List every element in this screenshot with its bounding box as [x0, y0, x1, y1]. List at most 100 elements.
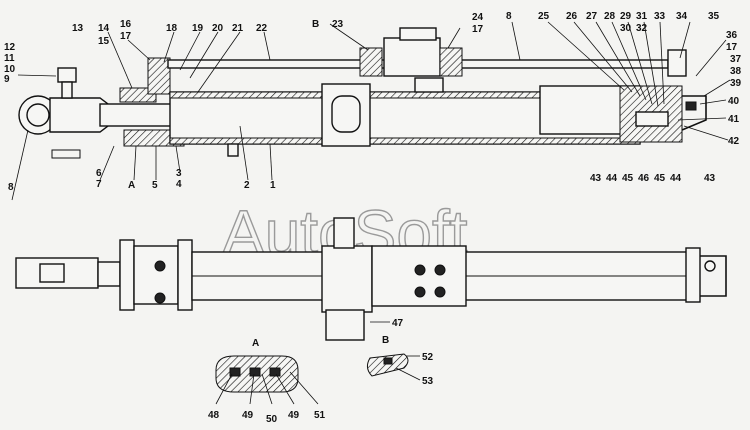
callout-50: 50 [266, 414, 278, 425]
top-section-view [18, 27, 707, 159]
front-flange-1 [119, 239, 135, 311]
valve-bolt-3 [414, 286, 426, 298]
bottom-external-view [15, 217, 727, 341]
callout-18: 18 [166, 23, 178, 34]
callout-45b: 45 [654, 173, 666, 184]
callout-21: 21 [232, 23, 244, 34]
lower-fitting [325, 309, 365, 341]
callout-47: 47 [392, 318, 404, 329]
seal-49b [269, 367, 281, 377]
callout-24: 24 [472, 12, 484, 23]
eye-lock [51, 149, 81, 159]
leader-lines [11, 21, 731, 405]
callout-42: 42 [728, 136, 740, 147]
callout-4: 4 [176, 179, 182, 190]
callout-32: 32 [636, 23, 648, 34]
callout-1: 1 [270, 180, 276, 191]
rear-lug [681, 95, 707, 131]
callout-30: 30 [620, 23, 632, 34]
detail-a-title: A [252, 338, 259, 349]
callout-52: 52 [422, 352, 434, 363]
callout-29: 29 [620, 11, 632, 22]
callout-41: 41 [728, 114, 740, 125]
callout-3: 3 [176, 168, 182, 179]
valve-stem [414, 77, 444, 93]
callout-33: 33 [654, 11, 666, 22]
callout-14: 14 [98, 23, 110, 34]
front-cap-top [119, 87, 157, 103]
port-opening [331, 95, 361, 133]
callout-38: 38 [730, 66, 742, 77]
callout-22: 22 [256, 23, 268, 34]
pipe-fitting-right [439, 47, 463, 77]
callout-49a: 49 [242, 410, 254, 421]
callout-46: 46 [638, 173, 650, 184]
callout-48: 48 [208, 410, 220, 421]
section-a-marker: A [128, 180, 135, 191]
callout-8a: 8 [506, 11, 512, 22]
detail-b-title: B [382, 335, 389, 346]
callout-17c: 17 [726, 42, 738, 53]
callout-12: 12 [4, 42, 16, 53]
detail-b-outline [366, 353, 409, 377]
callout-26: 26 [566, 11, 578, 22]
callout-27: 27 [586, 11, 598, 22]
callout-17b: 17 [472, 24, 484, 35]
valve-block [383, 37, 441, 77]
eye-neck [97, 261, 121, 287]
callout-2: 2 [244, 180, 250, 191]
rear-pin [704, 260, 716, 272]
valve-bolt-2 [434, 264, 446, 276]
pipe-fitting-left [359, 47, 383, 77]
callout-17: 17 [120, 31, 132, 42]
callout-28: 28 [604, 11, 616, 22]
detail-b [366, 353, 409, 377]
bleed-plug [227, 143, 239, 157]
callout-44a: 44 [606, 173, 618, 184]
valve-top [399, 27, 437, 41]
valve-bolt-1 [414, 264, 426, 276]
flange-top [147, 57, 171, 95]
check-valve [635, 111, 669, 127]
callout-39: 39 [730, 78, 742, 89]
seal-48 [229, 367, 241, 377]
eye-hex [39, 263, 65, 283]
bolt-2 [154, 292, 166, 304]
rear-pipe-elbow [667, 49, 687, 77]
rear-lug-bottom [700, 255, 727, 297]
callout-16: 16 [120, 19, 132, 30]
callout-8b: 8 [8, 182, 14, 193]
seal-52 [383, 357, 393, 365]
callout-51: 51 [314, 410, 326, 421]
callout-44b: 44 [670, 173, 682, 184]
callout-15: 15 [98, 36, 110, 47]
callout-37: 37 [730, 54, 742, 65]
callout-31: 31 [636, 11, 648, 22]
grease-nipple-stem [61, 81, 73, 99]
callout-23: 23 [332, 19, 344, 30]
callout-49b: 49 [288, 410, 300, 421]
callout-25: 25 [538, 11, 550, 22]
callout-20: 20 [212, 23, 224, 34]
callout-45a: 45 [622, 173, 634, 184]
callout-9: 9 [4, 74, 10, 85]
callout-5: 5 [152, 180, 158, 191]
callout-43a: 43 [590, 173, 602, 184]
rear-cap-bottom [685, 247, 701, 303]
callout-10: 10 [4, 64, 16, 75]
pipe-riser [333, 217, 355, 249]
callout-36: 36 [726, 30, 738, 41]
tube-wall-bottom [169, 137, 641, 145]
callout-7: 7 [96, 179, 102, 190]
front-flange-3 [177, 239, 193, 311]
port-block-bottom [321, 245, 373, 313]
callout-13: 13 [72, 23, 84, 34]
callout-19: 19 [192, 23, 204, 34]
callout-labels: 12 11 10 9 13 14 15 16 17 18 19 20 21 22… [4, 11, 742, 425]
callout-35: 35 [708, 11, 720, 22]
seal-49a [249, 367, 261, 377]
callout-53: 53 [422, 376, 434, 387]
callout-6: 6 [96, 168, 102, 179]
